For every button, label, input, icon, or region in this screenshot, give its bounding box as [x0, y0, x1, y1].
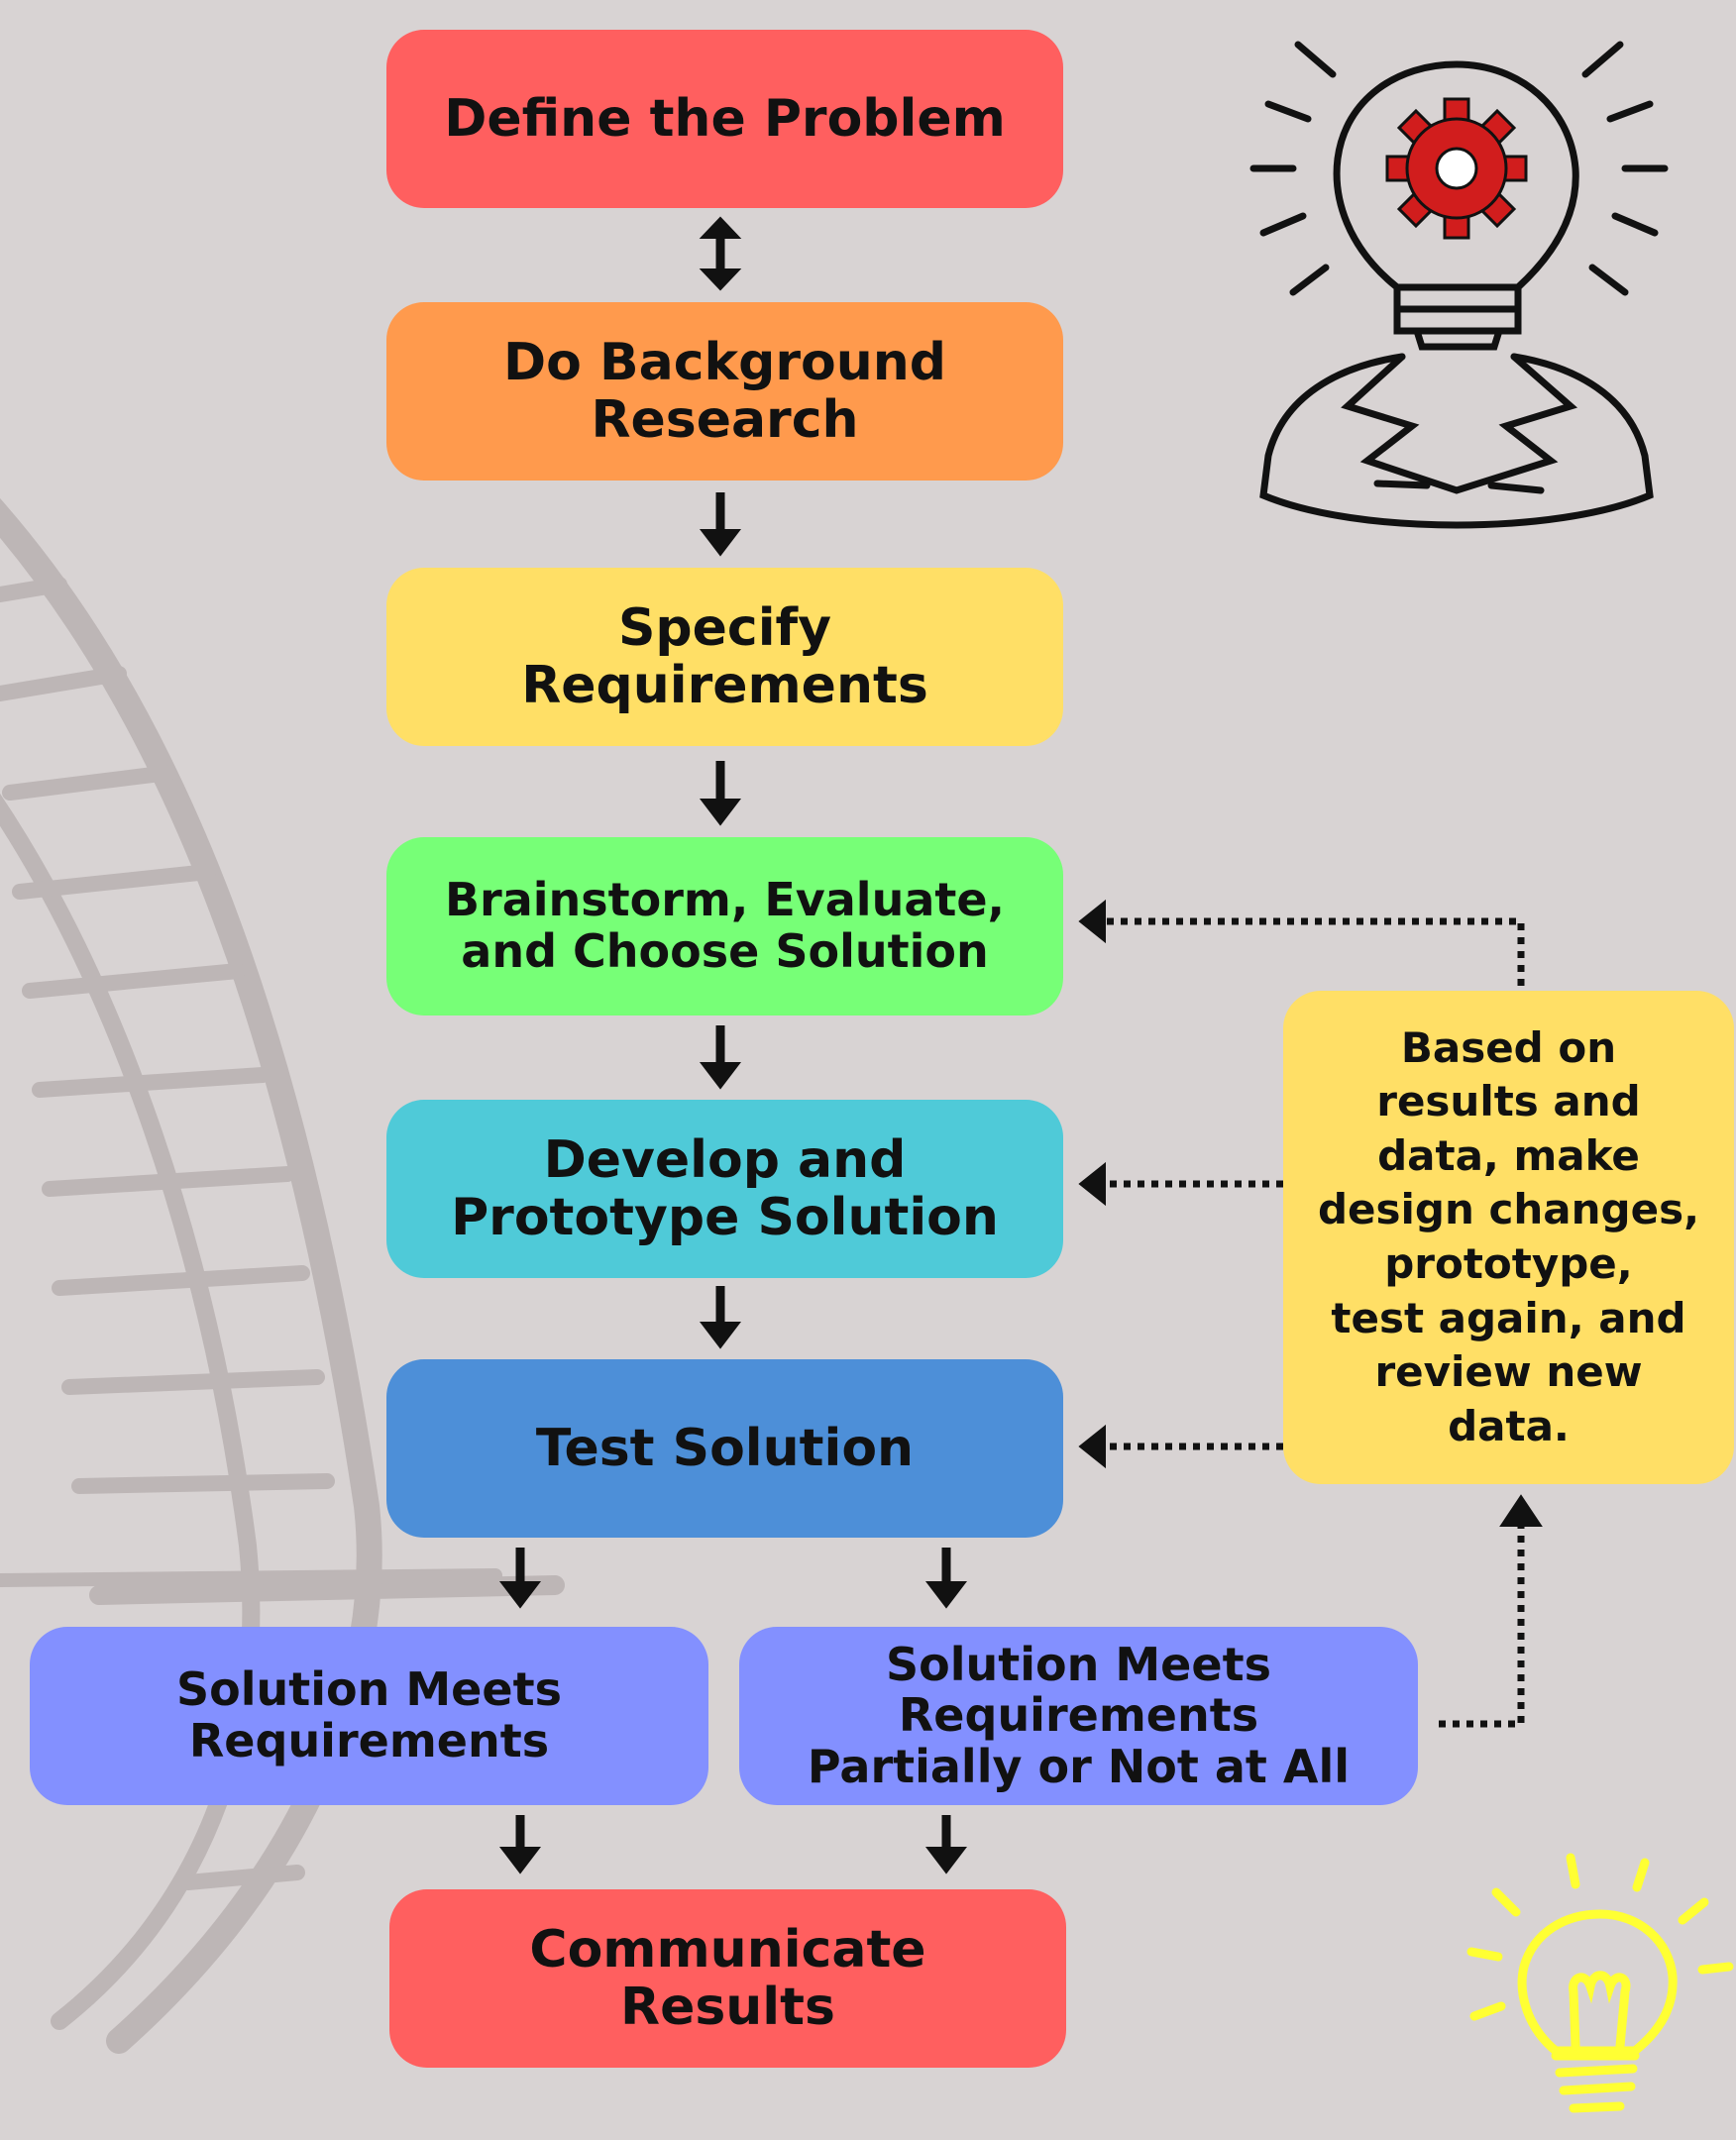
arrow-test-to-partial [924, 1548, 968, 1609]
step-background-research: Do Background Research [386, 302, 1063, 481]
arrowhead-to-brainstorm [1078, 899, 1106, 944]
outcome-partial-or-not: Solution Meets Requirements Partially or… [739, 1627, 1418, 1805]
outcome-partial-or-not-label: Solution Meets Requirements Partially or… [807, 1637, 1351, 1793]
double-arrow [699, 216, 742, 291]
arrow-requirements-to-brainstorm [699, 761, 742, 826]
step-develop-prototype: Develop and Prototype Solution [386, 1100, 1063, 1278]
arrow-brainstorm-to-develop [699, 1025, 742, 1090]
arrow-develop-to-test [699, 1286, 742, 1349]
arrowhead-to-test [1078, 1424, 1106, 1469]
step-communicate-results-label: Communicate Results [529, 1919, 926, 2037]
arrow-research-to-requirements [699, 492, 742, 557]
arrow-partial-to-communicate [924, 1815, 968, 1874]
arrow-test-to-meets [498, 1548, 542, 1609]
step-specify-requirements-label: Specify Requirements [521, 597, 928, 715]
feedback-note-text: Based on results and data, make design c… [1317, 1022, 1700, 1450]
outcome-meets-requirements-label: Solution Meets Requirements [176, 1662, 562, 1767]
step-define-problem: Define the Problem [386, 30, 1063, 208]
scientist-lightbulb-gear-icon [1249, 41, 1669, 529]
step-background-research-label: Do Background Research [503, 332, 946, 450]
yellow-lightbulb-icon [1466, 1853, 1734, 2113]
step-test-solution: Test Solution [386, 1359, 1063, 1538]
arrowhead-up-to-note [1499, 1494, 1543, 1527]
step-develop-prototype-label: Develop and Prototype Solution [451, 1129, 999, 1247]
step-brainstorm: Brainstorm, Evaluate, and Choose Solutio… [386, 837, 1063, 1016]
feedback-note: Based on results and data, make design c… [1283, 991, 1734, 1484]
step-brainstorm-label: Brainstorm, Evaluate, and Choose Solutio… [444, 873, 1006, 978]
arrowhead-to-develop [1078, 1161, 1106, 1207]
step-communicate-results: Communicate Results [389, 1889, 1066, 2068]
step-test-solution-label: Test Solution [535, 1418, 915, 1478]
outcome-meets-requirements: Solution Meets Requirements [30, 1627, 708, 1805]
arrow-meets-to-communicate [498, 1815, 542, 1874]
step-specify-requirements: Specify Requirements [386, 568, 1063, 746]
step-define-problem-label: Define the Problem [444, 88, 1006, 149]
